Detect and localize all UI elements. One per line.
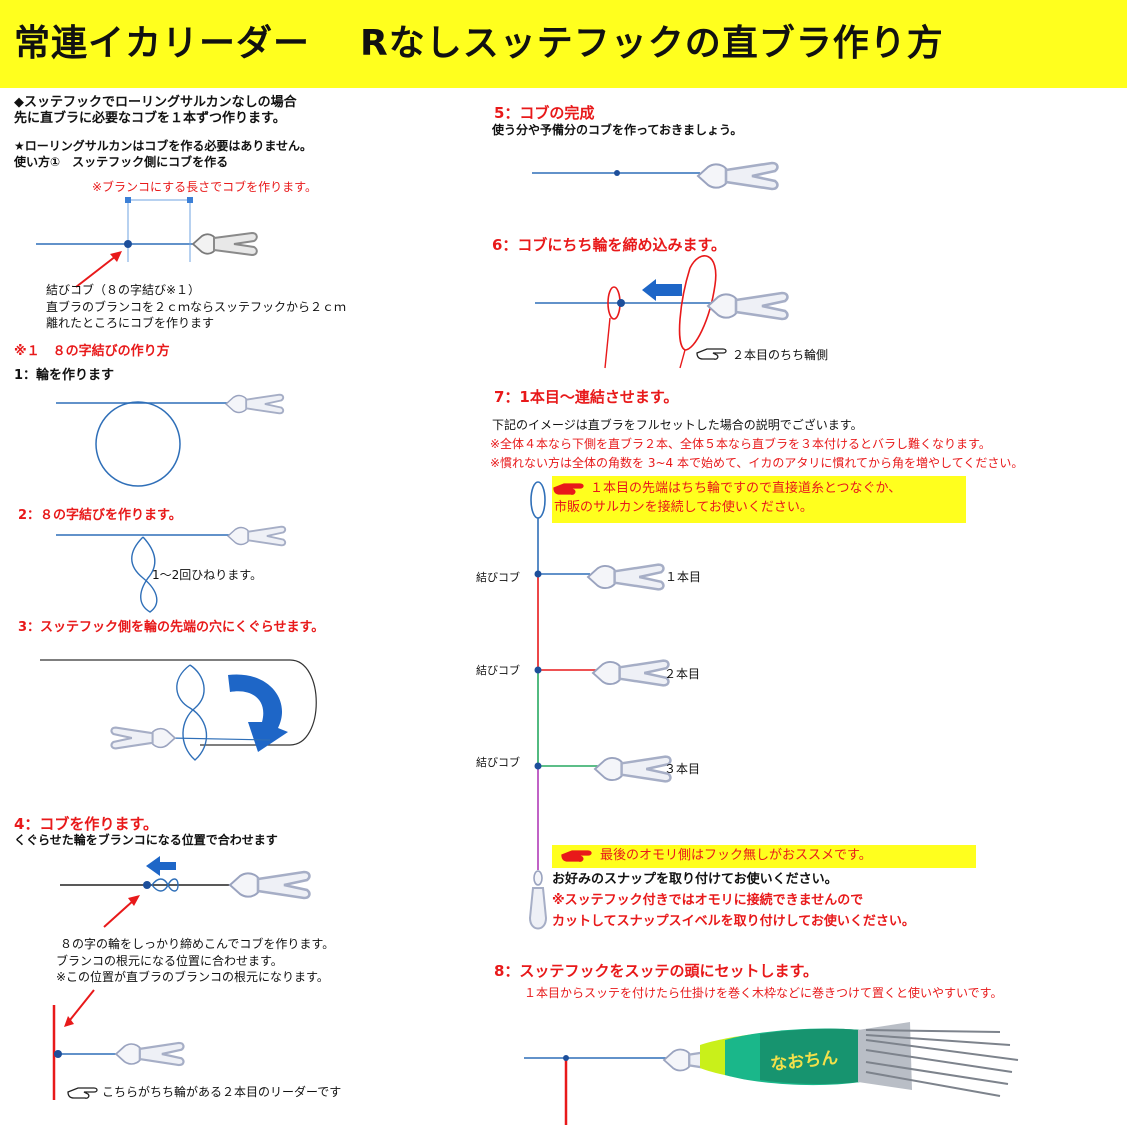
step8-subtitle: １本目からスッテを付けたら仕掛けを巻く木枠などに巻きつけて置くと使いやすいです。 — [524, 986, 1003, 1000]
step8-diagram: なおちん — [524, 1022, 1019, 1125]
step4-leader-note: こちらがちち輪がある２本目のリーダーです — [102, 1085, 342, 1099]
pointing-hand-icon — [553, 483, 584, 495]
step5-heading: 5：コブの完成 — [494, 104, 595, 122]
step4-desc-2: ブランコの根元になる位置に合わせます。 — [56, 954, 283, 968]
pointing-hand-icon — [696, 348, 727, 360]
fig8-step2: 2：８の字結びを作ります。 — [18, 508, 182, 523]
callout-box-last — [552, 845, 976, 868]
step7-snap-1: お好みのスナップを取り付けてお使いください。 — [552, 872, 838, 887]
fig8-step3-diagram — [40, 659, 317, 761]
hook-icon — [591, 659, 670, 687]
step4-desc-3: ※この位置が直ブラのブランコの根元になります。 — [56, 970, 329, 984]
step7-desc: 下記のイメージは直ブラをフルセットした場合の説明でございます。 — [492, 418, 863, 432]
hook-icon — [191, 231, 258, 257]
page-title-main: 常連イカリーダー — [14, 23, 311, 64]
step7-note-1: ※全体４本なら下側を直ブラ２本、全体５本なら直ブラを３本付けるとバラし難くなりま… — [490, 437, 991, 451]
intro-diagram — [36, 197, 258, 288]
step5-diagram — [532, 161, 779, 191]
hook-icon — [114, 1041, 185, 1067]
intro-line-1: ◆スッテフックでローリングサルカンなしの場合 — [14, 95, 297, 110]
hook-icon — [225, 393, 285, 415]
snap-swivel-icon — [528, 870, 548, 930]
pointing-hand-icon — [561, 850, 592, 862]
step5-subtitle: 使う分や予備分のコブを作っておきましょう。 — [492, 123, 743, 137]
fig8-step3: 3：スッテフック側を輪の先端の穴にくぐらせます。 — [18, 620, 325, 635]
intro-line-4: 使い方① スッテフック側にコブを作る — [14, 155, 229, 169]
step7-heading: 7：1本目～連結させます。 — [494, 388, 679, 406]
hook-icon — [696, 161, 779, 191]
intro-line-2: 先に直ブラに必要なコブを１本ずつ作ります。 — [14, 111, 286, 126]
step7-callout-first-1: １本目の先端はちち輪ですので直接道糸とつなぐか、 — [590, 481, 902, 496]
step6-heading: 6：コブにちち輪を締め込みます。 — [492, 236, 726, 254]
step7-callout-first-2: 市販のサルカンを接続してお使いください。 — [554, 500, 813, 515]
step7-snap-3: カットしてスナップスイベルを取り付けしてお使いください。 — [552, 914, 915, 929]
step6-ring-label: ２本目のちち輪側 — [732, 348, 829, 362]
hook-icon — [228, 870, 311, 900]
step4-desc-1: ８の字の輪をしっかり締めこんでコブを作ります。 — [60, 937, 335, 951]
step4-subtitle: くぐらせた輪をブランコになる位置で合わせます — [14, 833, 278, 847]
hook-icon — [586, 563, 665, 591]
title-banner: 常連イカリーダー Rなしスッテフックの直ブラ作り方 — [0, 0, 1127, 88]
step7-snap-2: ※スッテフック付きではオモリに接続できませんので — [552, 893, 864, 908]
page-title-sub: Rなしスッテフックの直ブラ作り方 — [360, 23, 944, 64]
intro-note: ※ブランコにする長さでコブを作ります。 — [92, 180, 317, 194]
step7-callout-last: 最後のオモリ側はフック無しがおススメです。 — [600, 848, 872, 863]
intro-line-3: ★ローリングサルカンはコブを作る必要はありません。 — [14, 139, 313, 153]
fig8-step2-diagram — [56, 525, 287, 613]
hook-label-3: ３本目 — [664, 762, 701, 776]
fig8-twist-note: 1～2回ひねります。 — [152, 568, 263, 582]
knot-label-3: 結びコブ — [476, 756, 520, 769]
hook-icon — [593, 755, 672, 783]
step8-heading: 8：スッテフックをスッテの頭にセットします。 — [494, 962, 818, 980]
page-title: 常連イカリーダー Rなしスッテフックの直ブラ作り方 — [14, 14, 944, 66]
callout-box-first — [552, 476, 966, 523]
fig8-step1: 1：輪を作ります — [14, 368, 115, 383]
hook-icon — [110, 726, 177, 750]
intro-knot-label-3: 離れたところにコブを作ります — [46, 316, 215, 330]
step4-heading: 4：コブを作ります。 — [14, 815, 158, 833]
knot-label-2: 結びコブ — [476, 664, 520, 677]
knot-label-1: 結びコブ — [476, 571, 520, 584]
intro-knot-label-1: 結びコブ（８の字結び※１） — [46, 283, 201, 297]
hook-icon — [227, 525, 287, 547]
pointing-hand-icon — [67, 1087, 98, 1099]
hook-icon — [706, 291, 789, 321]
fig8-step1-diagram — [56, 393, 285, 487]
squid-jig-icon: なおちん — [700, 1022, 1019, 1097]
intro-knot-label-2: 直ブラのブランコを２ｃｍならスッテフックから２ｃｍ — [46, 300, 347, 314]
hook-label-1: １本目 — [665, 570, 702, 584]
step6-diagram — [535, 255, 789, 369]
hook-label-2: ２本目 — [664, 667, 701, 681]
fig8-heading: ※１ ８の字結びの作り方 — [14, 344, 170, 359]
step7-note-2: ※慣れない方は全体の角数を 3~4 本で始めて、イカのアタリに慣れてから角を増や… — [490, 456, 1024, 470]
step7-leader-diagram — [528, 481, 672, 930]
step4-diagram — [52, 856, 311, 1100]
